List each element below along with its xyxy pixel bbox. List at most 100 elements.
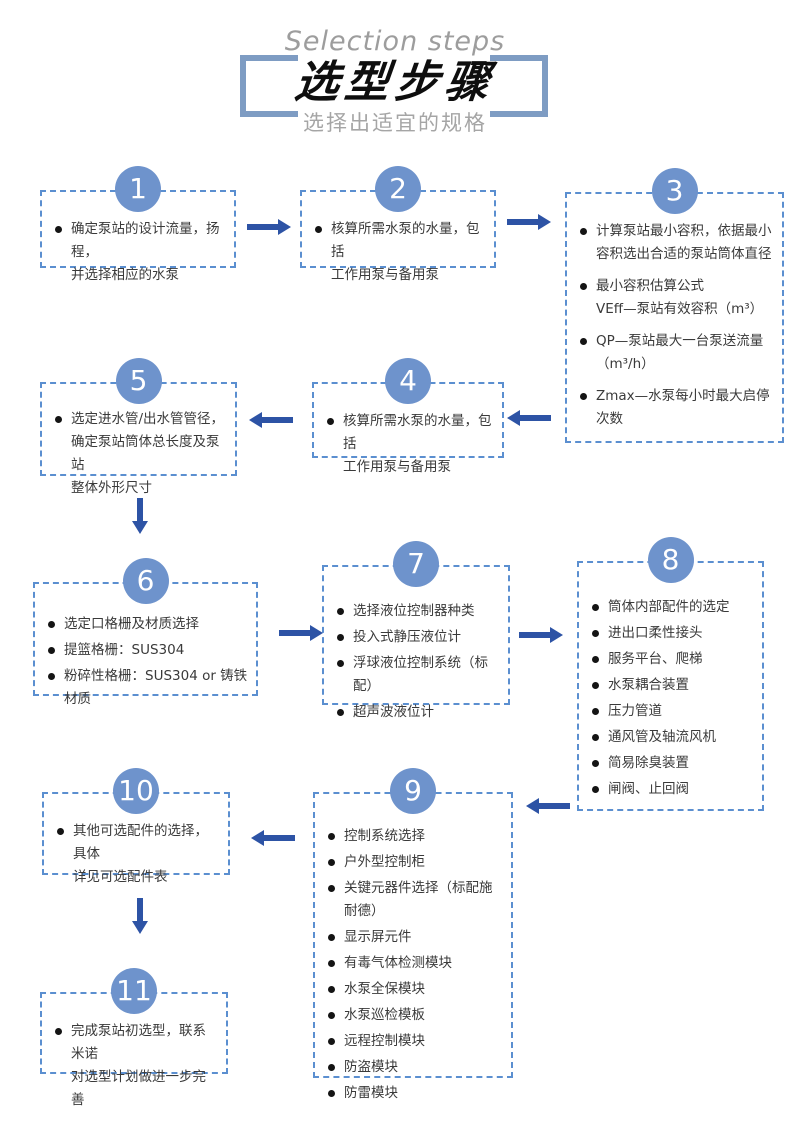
- bullet-item: 最小容积估算公式 VEff—泵站有效容积（m³）: [580, 275, 774, 321]
- bullet-text: 投入式静压液位计: [353, 629, 461, 645]
- bullet-item: 完成泵站初选型，联系米诺 对选型计划做进一步完善: [55, 1020, 218, 1112]
- bullet-text: 关键元器件选择（标配施耐德）: [344, 880, 493, 919]
- bullet-item: 确定泵站的设计流量，扬程， 并选择相应的水泵: [55, 218, 226, 287]
- bullet-item: 提篮格栅：SUS304: [48, 639, 248, 662]
- bullet-item: 其他可选配件的选择，具体 详见可选配件表: [57, 820, 220, 889]
- bullet-dot: [337, 660, 344, 667]
- bullet-dot: [580, 283, 587, 290]
- bullet-item: 户外型控制柜: [328, 851, 503, 874]
- step-box-4: 4 核算所需水泵的水量，包括 工作用泵与备用泵: [312, 358, 504, 475]
- step-box-1: 1 确定泵站的设计流量，扬程， 并选择相应的水泵: [40, 166, 236, 283]
- bullet-text: 选定进水管/出水管管径， 确定泵站筒体总长度及泵站 整体外形尺寸: [71, 411, 225, 496]
- bullet-dot: [592, 604, 599, 611]
- bullet-dot: [57, 828, 64, 835]
- bullet-text: 粉碎性格栅：SUS304 or 铸铁材质: [64, 668, 248, 707]
- bullet-text: 简易除臭装置: [608, 755, 689, 771]
- step-bullets-3: 计算泵站最小容积，依据最小 容积选出合适的泵站筒体直径 最小容积估算公式 VEf…: [580, 220, 774, 431]
- bullet-item: 通风管及轴流风机: [592, 726, 754, 749]
- arrow-step8-to-step9: [526, 798, 570, 814]
- header-tagline: 选择出适宜的规格: [303, 111, 487, 135]
- step-number-4: 4: [385, 358, 431, 404]
- bullet-text: 水泵巡检模板: [344, 1007, 425, 1023]
- step-number-8: 8: [647, 537, 694, 583]
- bullet-dot: [580, 228, 587, 235]
- bullet-text: 水泵耦合装置: [608, 677, 689, 693]
- bullet-text: 浮球液位控制系统（标配）: [353, 655, 488, 694]
- step-number-9: 9: [390, 768, 436, 814]
- bullet-item: 选定口格栅及材质选择: [48, 613, 248, 636]
- bullet-dot: [592, 682, 599, 689]
- page-title: 选型步骤: [292, 57, 498, 108]
- step-bullets-8: 筒体内部配件的选定 进出口柔性接头 服务平台、爬梯 水泵耦合装置 压力管道 通风…: [592, 596, 754, 801]
- bullet-item: Zmax—水泵每小时最大启停 次数: [580, 385, 774, 431]
- bullet-dot: [55, 226, 62, 233]
- step-bullets-1: 确定泵站的设计流量，扬程， 并选择相应的水泵: [55, 218, 226, 287]
- step-number-10: 10: [113, 768, 159, 814]
- bullet-text: 闸阀、止回阀: [608, 781, 689, 797]
- bullet-text: 选定口格栅及材质选择: [64, 616, 199, 632]
- bullet-dot: [592, 760, 599, 767]
- bullet-text: 户外型控制柜: [344, 854, 425, 870]
- bullet-dot: [327, 418, 334, 425]
- bullet-item: 有毒气体检测模块: [328, 952, 503, 975]
- bullet-text: 防盗模块: [344, 1059, 398, 1075]
- bullet-text: 超声波液位计: [353, 704, 434, 720]
- step-bullets-5: 选定进水管/出水管管径， 确定泵站筒体总长度及泵站 整体外形尺寸: [55, 408, 227, 500]
- bullet-item: 闸阀、止回阀: [592, 778, 754, 801]
- arrow-step2-to-step3: [507, 214, 551, 230]
- bullet-dot: [592, 630, 599, 637]
- arrow-step6-to-step7: [279, 625, 323, 641]
- bullet-dot: [337, 709, 344, 716]
- bullet-dot: [328, 960, 335, 967]
- bullet-text: 防雷模块: [344, 1085, 398, 1101]
- bullet-text: 通风管及轴流风机: [608, 729, 716, 745]
- bullet-item: 计算泵站最小容积，依据最小 容积选出合适的泵站筒体直径: [580, 220, 774, 266]
- bullet-dot: [592, 734, 599, 741]
- header-right-bracket: [490, 55, 548, 117]
- bullet-dot: [48, 673, 55, 680]
- bullet-item: 控制系统选择: [328, 825, 503, 848]
- bullet-text: 有毒气体检测模块: [344, 955, 452, 971]
- bullet-item: 防盗模块: [328, 1056, 503, 1079]
- step-box-5: 5 选定进水管/出水管管径， 确定泵站筒体总长度及泵站 整体外形尺寸: [40, 358, 237, 496]
- step-box-3: 3 计算泵站最小容积，依据最小 容积选出合适的泵站筒体直径 最小容积估算公式 V…: [565, 168, 784, 443]
- step-box-6: 6 选定口格栅及材质选择 提篮格栅：SUS304 粉碎性格栅：SUS304 or…: [33, 558, 258, 707]
- bullet-item: 超声波液位计: [337, 701, 500, 724]
- step-box-9: 9 控制系统选择 户外型控制柜 关键元器件选择（标配施耐德） 显示屏元件 有毒气…: [313, 768, 513, 1101]
- bullet-item: 水泵耦合装置: [592, 674, 754, 697]
- bullet-item: 水泵全保模块: [328, 978, 503, 1001]
- bullet-item: 服务平台、爬梯: [592, 648, 754, 671]
- header: Selection steps 选型步骤 选择出适宜的规格: [0, 26, 790, 136]
- arrow-step7-to-step8: [519, 627, 563, 643]
- bullet-item: 远程控制模块: [328, 1030, 503, 1053]
- bullet-text: 筒体内部配件的选定: [608, 599, 730, 615]
- bullet-text: 核算所需水泵的水量，包括 工作用泵与备用泵: [343, 413, 492, 475]
- step-box-11: 11 完成泵站初选型，联系米诺 对选型计划做进一步完善: [40, 968, 228, 1108]
- bullet-item: 关键元器件选择（标配施耐德）: [328, 877, 503, 923]
- bullet-text: 服务平台、爬梯: [608, 651, 703, 667]
- bullet-text: 压力管道: [608, 703, 662, 719]
- bullet-dot: [328, 934, 335, 941]
- bullet-text: 计算泵站最小容积，依据最小 容积选出合适的泵站筒体直径: [596, 223, 772, 262]
- step-box-7: 7 选择液位控制器种类 投入式静压液位计 浮球液位控制系统（标配） 超声波液位计: [322, 541, 510, 720]
- bullet-dot: [580, 338, 587, 345]
- bullet-item: 投入式静压液位计: [337, 626, 500, 649]
- arrow-step9-to-step10: [251, 830, 295, 846]
- bullet-dot: [580, 393, 587, 400]
- bullet-dot: [55, 1028, 62, 1035]
- bullet-text: 核算所需水泵的水量，包括 工作用泵与备用泵: [331, 221, 480, 283]
- header-subtitle-en: Selection steps: [284, 26, 506, 57]
- bullet-dot: [592, 656, 599, 663]
- bullet-text: 选择液位控制器种类: [353, 603, 475, 619]
- bullet-text: 最小容积估算公式 VEff—泵站有效容积（m³）: [596, 278, 764, 317]
- step-box-10: 10 其他可选配件的选择，具体 详见可选配件表: [42, 768, 230, 885]
- step-number-2: 2: [375, 166, 421, 212]
- bullet-dot: [48, 647, 55, 654]
- header-left-bracket: [240, 55, 298, 117]
- bullet-item: 显示屏元件: [328, 926, 503, 949]
- bullet-dot: [592, 708, 599, 715]
- bullet-dot: [328, 859, 335, 866]
- step-number-7: 7: [393, 541, 439, 587]
- step-bullets-4: 核算所需水泵的水量，包括 工作用泵与备用泵: [327, 410, 494, 479]
- bullet-text: Zmax—水泵每小时最大启停 次数: [596, 388, 770, 427]
